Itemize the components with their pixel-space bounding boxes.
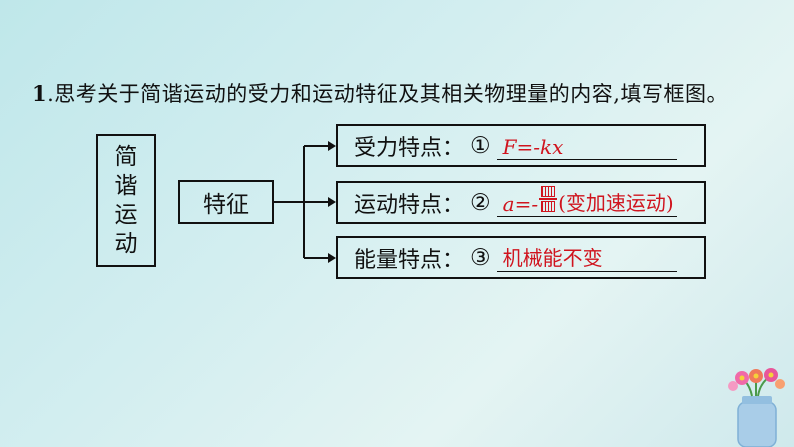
topic-char: 运 — [114, 201, 138, 228]
circled-number: ③ — [470, 244, 491, 271]
answer-text: F=-kx — [502, 134, 564, 159]
arrow-head-1 — [328, 141, 336, 151]
flower-jar-icon — [728, 368, 785, 447]
answer-blank: F=-kx — [496, 132, 677, 160]
fraction-icon — [539, 186, 558, 212]
arrow-head-3 — [328, 253, 336, 263]
answer-blank: 机械能不变 — [496, 244, 677, 272]
row-label: 运动特点： — [354, 192, 465, 218]
answer-suffix: (变加速运动) — [558, 190, 674, 215]
answer-text: 机械能不变 — [502, 245, 603, 270]
question-text: 1.思考关于简谐运动的受力和运动特征及其相关物理量的内容,填写框图。 — [32, 78, 728, 108]
arrow-head-2 — [328, 197, 336, 207]
motion-feature-box: 运动特点： ② a=- (变加速运动) — [336, 181, 706, 224]
feature-box: 特征 — [178, 180, 274, 224]
topic-char: 动 — [114, 230, 138, 257]
row-label: 受力特点： — [354, 135, 465, 161]
topic-box: 简 谐 运 动 — [96, 134, 156, 267]
circled-number: ① — [470, 132, 491, 159]
force-feature-box: 受力特点： ① F=-kx — [336, 124, 706, 167]
answer-blank: a=- (变加速运动) — [496, 186, 677, 217]
topic-char: 简 — [114, 143, 138, 170]
topic-char: 谐 — [114, 172, 138, 199]
circled-number: ② — [470, 189, 491, 216]
question-number: 1 — [32, 81, 48, 106]
question-body: .思考关于简谐运动的受力和运动特征及其相关物理量的内容,填写框图。 — [47, 82, 728, 106]
energy-feature-box: 能量特点： ③ 机械能不变 — [336, 236, 706, 279]
answer-prefix: a=- — [502, 191, 539, 216]
feature-label: 特征 — [203, 192, 249, 218]
row-label: 能量特点： — [354, 247, 465, 273]
